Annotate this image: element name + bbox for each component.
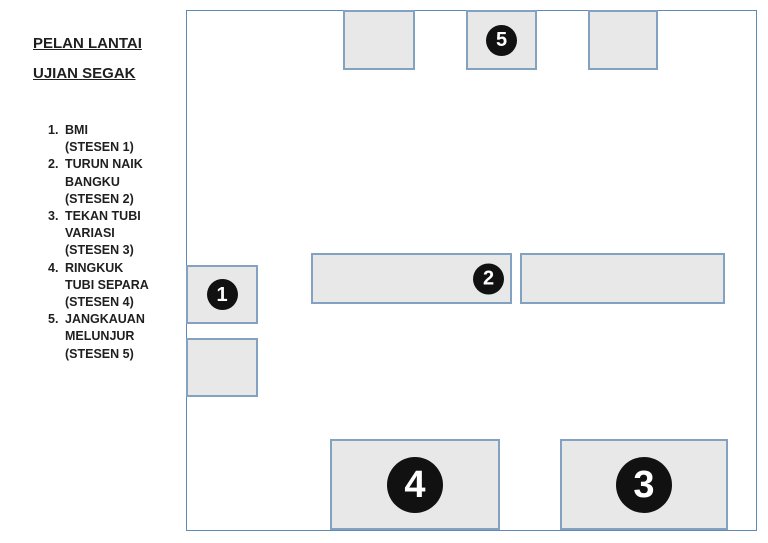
page-title-line1: PELAN LANTAI xyxy=(33,35,142,52)
legend-item-2-text: TURUN NAIK BANGKU (STESEN 2) xyxy=(65,156,183,208)
legend-list: 1. BMI (STESEN 1) 2. TURUN NAIK BANGKU (… xyxy=(48,122,183,363)
legend-line: TUBI SEPARA xyxy=(65,277,149,292)
legend-item-1-number: 1. xyxy=(48,123,59,137)
station-2-box: 2 xyxy=(311,253,512,304)
station-5-box-right xyxy=(588,10,658,70)
station-3-marker: 3 xyxy=(616,456,672,513)
legend-line: BANGKU xyxy=(65,174,120,189)
legend-line: (STESEN 5) xyxy=(65,346,134,361)
legend-line: (STESEN 3) xyxy=(65,243,134,258)
legend-line: BMI xyxy=(65,123,88,137)
legend-line: JANGKAUAN xyxy=(65,312,145,327)
station-3-box: 3 xyxy=(560,439,728,530)
legend-line: TEKAN TUBI xyxy=(65,209,141,224)
legend-item-5: 5. JANGKAUAN MELUNJUR (STESEN 5) xyxy=(48,311,183,363)
legend-item-3-number: 3. xyxy=(48,209,59,224)
legend-item-3: 3. TEKAN TUBI VARIASI (STESEN 3) xyxy=(48,208,183,260)
legend-line: MELUNJUR xyxy=(65,329,135,344)
legend-line: (STESEN 2) xyxy=(65,191,134,206)
legend-item-1: 1. BMI (STESEN 1) xyxy=(48,122,183,156)
station-1-marker-label: 1 xyxy=(216,283,228,306)
legend-item-3-text: TEKAN TUBI VARIASI (STESEN 3) xyxy=(65,208,183,260)
page-title-line2: UJIAN SEGAK xyxy=(33,65,136,82)
station-2-marker-label: 2 xyxy=(482,267,495,290)
legend-item-5-number: 5. xyxy=(48,312,59,327)
legend-item-4-text: RINGKUK TUBI SEPARA (STESEN 4) xyxy=(65,260,183,312)
legend-item-2: 2. TURUN NAIK BANGKU (STESEN 2) xyxy=(48,156,183,208)
legend-item-4: 4. RINGKUK TUBI SEPARA (STESEN 4) xyxy=(48,260,183,312)
station-5-box: 5 xyxy=(466,10,537,70)
station-1-marker: 1 xyxy=(206,279,238,310)
station-1-box-lower xyxy=(186,338,258,397)
station-5-marker: 5 xyxy=(486,24,517,56)
legend-item-2-number: 2. xyxy=(48,157,59,172)
station-4-marker-label: 4 xyxy=(404,463,426,506)
station-4-marker: 4 xyxy=(387,456,443,513)
station-5-box-left xyxy=(343,10,415,70)
station-4-box: 4 xyxy=(330,439,500,530)
legend-item-5-text: JANGKAUAN MELUNJUR (STESEN 5) xyxy=(65,311,183,363)
legend-line: RINGKUK xyxy=(65,260,124,275)
station-1-box: 1 xyxy=(186,265,258,324)
legend-line: TURUN NAIK xyxy=(65,157,143,172)
legend-line: (STESEN 1) xyxy=(65,140,134,155)
legend-line: (STESEN 4) xyxy=(65,295,134,310)
station-3-marker-label: 3 xyxy=(633,463,655,506)
station-5-marker-label: 5 xyxy=(495,29,508,51)
station-2-box-right xyxy=(520,253,725,304)
legend-line: VARIASI xyxy=(65,226,115,241)
station-2-marker: 2 xyxy=(473,263,504,294)
legend-item-1-text: BMI (STESEN 1) xyxy=(65,122,183,156)
legend-item-4-number: 4. xyxy=(48,260,59,275)
